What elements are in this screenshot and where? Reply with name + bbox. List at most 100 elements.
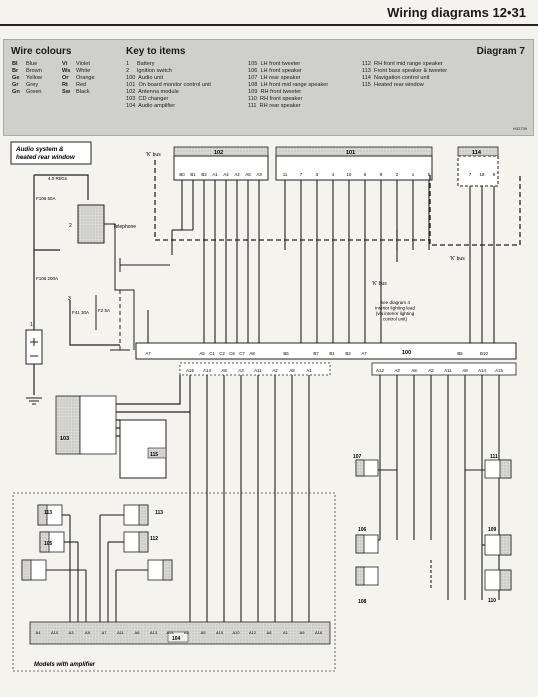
pin-100-top: A5	[199, 351, 205, 356]
lower-wires	[46, 375, 500, 622]
audio-amplifier-104: 104	[29, 621, 331, 645]
wire-colour-name: Grey	[26, 82, 39, 88]
pin-101: 2	[396, 172, 399, 177]
drawing-ref: H32739	[512, 126, 527, 131]
item-105-label: 105	[44, 541, 53, 547]
pin-104: A1	[283, 630, 289, 635]
pin-101: 7	[300, 172, 303, 177]
wire-colour-code: Bl	[12, 61, 18, 67]
pin-100-top: A7	[145, 351, 151, 356]
item-101-label: 101	[346, 150, 355, 156]
fuse-f41: F41 30A	[72, 310, 89, 315]
cd-changer-103: 103	[55, 395, 117, 455]
key-col-3: 112 RH front mid range speaker 113 Front…	[362, 61, 448, 88]
pin-101: 1	[412, 172, 415, 177]
audio-unit-100: 100	[135, 342, 517, 360]
wire-colour-name: Blue	[26, 61, 38, 67]
pin-102: A5	[245, 172, 251, 177]
key-col-1: 1 Battery 2 Ignition switch 100 Audio un…	[126, 61, 211, 109]
item-113b-label: 113	[155, 510, 163, 516]
pin-104: A9	[300, 630, 306, 635]
heated-rear-window-115: 115	[119, 419, 167, 479]
amplifier-region	[12, 492, 336, 672]
wire-colour-code: Or	[62, 75, 69, 81]
kbus-label-3: 'K' bus	[372, 281, 387, 287]
pin-102: A2	[234, 172, 240, 177]
item-112-label: 112	[150, 536, 158, 542]
audio-unit-100-lower-right	[371, 362, 517, 376]
header-rule	[0, 24, 538, 26]
wire-colour-code: Sw	[62, 89, 71, 95]
kbus-label-1: 'K' bus	[146, 152, 161, 158]
key-heading: Key to items	[126, 46, 186, 57]
pin-101: 6	[364, 172, 367, 177]
wire-colour-code: Gn	[12, 89, 20, 95]
wire-colour-code: Br	[12, 68, 19, 74]
pin-100-bottom: A16	[186, 368, 194, 373]
fuse-f106a: F106 50A	[36, 196, 56, 201]
pin-104: A5	[201, 630, 207, 635]
pin-100-top: B5	[457, 351, 463, 356]
wire-colour-name: Violet	[76, 61, 90, 67]
pin-100-top: B7	[313, 351, 319, 356]
wire-colour-name: Brown	[26, 68, 42, 74]
pin-100-bottom: A2	[272, 368, 278, 373]
wire-colour-code: Rt	[62, 82, 68, 88]
item-107-label: 107	[353, 454, 362, 460]
wire-colour-name: Green	[26, 89, 42, 95]
pin-114: 9	[493, 172, 496, 177]
wire-colour-code: Gr	[12, 82, 19, 88]
pin-104: A6	[135, 630, 141, 635]
pin-104: A13	[150, 630, 158, 635]
pin-114: 18	[480, 172, 485, 177]
upper-wires	[147, 180, 495, 343]
pin-100-bottom: A14	[203, 368, 211, 373]
pin-100-bottom: A14	[478, 368, 486, 373]
page-title: Wiring diagrams 12•31	[387, 5, 526, 20]
pin-100-bottom: A8	[462, 368, 468, 373]
cd-changer-wires	[116, 375, 190, 437]
item-1-label: 1	[30, 322, 33, 328]
pin-100-top: B10	[480, 351, 488, 356]
item-111-label: 111	[490, 454, 498, 460]
pin-101: 3	[316, 172, 319, 177]
telephone-label: Telephone	[113, 224, 136, 230]
pin-100-top: A8	[249, 351, 255, 356]
fuse-f106b: F106 200A	[36, 276, 58, 281]
svg-text:104: 104	[172, 636, 181, 642]
wire-colour-name: Black	[76, 89, 90, 95]
pin-100-bottom: A8	[411, 368, 417, 373]
fuse-f2: F2 5A	[98, 308, 110, 313]
pin-101: 5	[428, 172, 431, 177]
page-header: Wiring diagrams 12•31	[0, 0, 538, 32]
pin-100-top: B6	[283, 351, 289, 356]
wire-colours-heading: Wire colours	[11, 46, 72, 57]
svg-text:103: 103	[60, 436, 69, 442]
pin-101: 10	[347, 172, 352, 177]
pin-104: A10	[232, 630, 240, 635]
pin-100-bottom: A2	[428, 368, 434, 373]
pin-100-top: C2	[219, 351, 225, 356]
pin-102: B0	[179, 172, 185, 177]
right-speakers	[355, 459, 512, 591]
item-3-label: 3	[68, 296, 71, 302]
item-109-label: 109	[488, 527, 497, 533]
wire-colour-code: Ge	[12, 75, 20, 81]
pin-100-bottom: A12	[376, 368, 384, 373]
section-title-box: Audio system & heated rear window	[10, 141, 92, 165]
pin-100-bottom: A8	[289, 368, 295, 373]
pin-100-top: A7	[361, 351, 367, 356]
diagram-label: Diagram 7	[476, 46, 525, 57]
pin-101: 4	[332, 172, 335, 177]
pin-100-top: B2	[345, 351, 351, 356]
pin-100-top: C7	[239, 351, 245, 356]
pin-104: A10	[51, 630, 59, 635]
pin-104: A11	[117, 630, 125, 635]
wire-colour-code: Vi	[62, 61, 68, 67]
pin-100-bottom: A3	[238, 368, 244, 373]
monitor-control-unit-101: 10 1	[275, 146, 433, 181]
section-title-line-2: heated rear window	[16, 154, 76, 161]
pin-102: A4	[223, 172, 229, 177]
